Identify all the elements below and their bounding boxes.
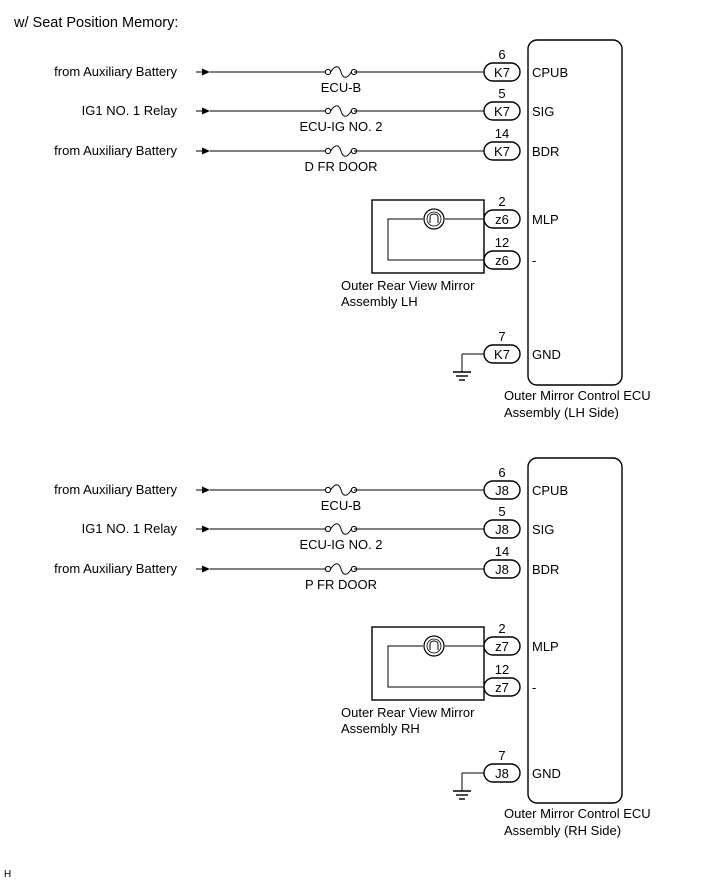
terminal-label: BDR bbox=[532, 144, 559, 159]
fuse-label: ECU-IG NO. 2 bbox=[299, 537, 382, 552]
connector: J8 bbox=[483, 763, 521, 783]
arrow-right-icon bbox=[196, 486, 210, 494]
pin-number: 7 bbox=[498, 329, 505, 344]
connector-label: K7 bbox=[494, 104, 510, 119]
pin-number: 5 bbox=[498, 504, 505, 519]
mirror-label: Outer Rear View Mirror bbox=[341, 278, 475, 293]
terminal-label: MLP bbox=[532, 212, 559, 227]
rh-side-circuit: Outer Mirror Control ECU Assembly (RH Sid… bbox=[54, 457, 651, 838]
ecu-label: Outer Mirror Control ECU bbox=[504, 806, 651, 821]
mirror-label: Assembly LH bbox=[341, 294, 418, 309]
pin-number: 7 bbox=[498, 748, 505, 763]
connector: J8 bbox=[483, 480, 521, 500]
connector: z6 bbox=[483, 209, 521, 229]
terminal-label: - bbox=[532, 253, 536, 268]
fuse-label: P FR DOOR bbox=[305, 577, 377, 592]
pin-number: 2 bbox=[498, 194, 505, 209]
connector: K7 bbox=[483, 101, 521, 121]
fuse-label: ECU-B bbox=[321, 498, 361, 513]
ecu-body bbox=[527, 39, 623, 386]
connector: z7 bbox=[483, 677, 521, 697]
arrow-right-icon bbox=[196, 525, 210, 533]
connector-label: z7 bbox=[495, 639, 509, 654]
connector: K7 bbox=[483, 62, 521, 82]
connector-label: K7 bbox=[494, 65, 510, 80]
ecu-label: Outer Mirror Control ECU bbox=[504, 388, 651, 403]
terminal-label: MLP bbox=[532, 639, 559, 654]
fuse-icon bbox=[324, 66, 358, 78]
source-label: from Auxiliary Battery bbox=[54, 64, 177, 79]
arrow-right-icon bbox=[196, 565, 210, 573]
connector: K7 bbox=[483, 344, 521, 364]
connector: z6 bbox=[483, 250, 521, 270]
arrow-right-icon bbox=[196, 107, 210, 115]
terminal-label: CPUB bbox=[532, 65, 568, 80]
fuse-icon bbox=[324, 484, 358, 496]
source-label: from Auxiliary Battery bbox=[54, 482, 177, 497]
lamp-icon bbox=[423, 635, 445, 657]
connector-label: z7 bbox=[495, 680, 509, 695]
source-label: IG1 NO. 1 Relay bbox=[82, 103, 178, 118]
ecu-label: Assembly (LH Side) bbox=[504, 405, 619, 420]
fuse-label: ECU-B bbox=[321, 80, 361, 95]
pin-number: 14 bbox=[495, 544, 509, 559]
connector-label: z6 bbox=[495, 212, 509, 227]
terminal-label: CPUB bbox=[532, 483, 568, 498]
connector-label: J8 bbox=[495, 562, 509, 577]
lamp-icon bbox=[423, 208, 445, 230]
pin-number: 12 bbox=[495, 662, 509, 677]
source-label: IG1 NO. 1 Relay bbox=[82, 521, 178, 536]
fuse-icon bbox=[324, 145, 358, 157]
pin-number: 12 bbox=[495, 235, 509, 250]
connector-label: z6 bbox=[495, 253, 509, 268]
ground-icon bbox=[453, 371, 471, 381]
diagram-title: w/ Seat Position Memory: bbox=[13, 15, 178, 31]
lh-side-circuit: Outer Mirror Control ECU Assembly (LH Sid… bbox=[54, 39, 651, 420]
fuse-label: ECU-IG NO. 2 bbox=[299, 119, 382, 134]
connector-label: J8 bbox=[495, 483, 509, 498]
fuse-icon bbox=[324, 563, 358, 575]
terminal-label: SIG bbox=[532, 522, 554, 537]
wire bbox=[387, 645, 484, 688]
ground-icon bbox=[453, 790, 471, 800]
connector-label: K7 bbox=[494, 144, 510, 159]
source-label: from Auxiliary Battery bbox=[54, 561, 177, 576]
connector-label: J8 bbox=[495, 766, 509, 781]
terminal-label: SIG bbox=[532, 104, 554, 119]
pin-number: 2 bbox=[498, 621, 505, 636]
mirror-label: Assembly RH bbox=[341, 721, 420, 736]
connector: J8 bbox=[483, 559, 521, 579]
ecu-body bbox=[527, 457, 623, 804]
corner-label: H bbox=[4, 869, 11, 880]
ecu-label: Assembly (RH Side) bbox=[504, 823, 621, 838]
terminal-label: - bbox=[532, 680, 536, 695]
arrow-right-icon bbox=[196, 147, 210, 155]
fuse-icon bbox=[324, 105, 358, 117]
wire bbox=[387, 218, 484, 261]
source-label: from Auxiliary Battery bbox=[54, 143, 177, 158]
connector: K7 bbox=[483, 141, 521, 161]
terminal-label: BDR bbox=[532, 562, 559, 577]
mirror-label: Outer Rear View Mirror bbox=[341, 705, 475, 720]
terminal-label: GND bbox=[532, 347, 561, 362]
pin-number: 6 bbox=[498, 465, 505, 480]
fuse-icon bbox=[324, 523, 358, 535]
connector: J8 bbox=[483, 519, 521, 539]
connector-label: J8 bbox=[495, 522, 509, 537]
pin-number: 6 bbox=[498, 47, 505, 62]
fuse-label: D FR DOOR bbox=[305, 159, 378, 174]
connector-label: K7 bbox=[494, 347, 510, 362]
pin-number: 14 bbox=[495, 126, 509, 141]
terminal-label: GND bbox=[532, 766, 561, 781]
connector: z7 bbox=[483, 636, 521, 656]
arrow-right-icon bbox=[196, 68, 210, 76]
pin-number: 5 bbox=[498, 86, 505, 101]
